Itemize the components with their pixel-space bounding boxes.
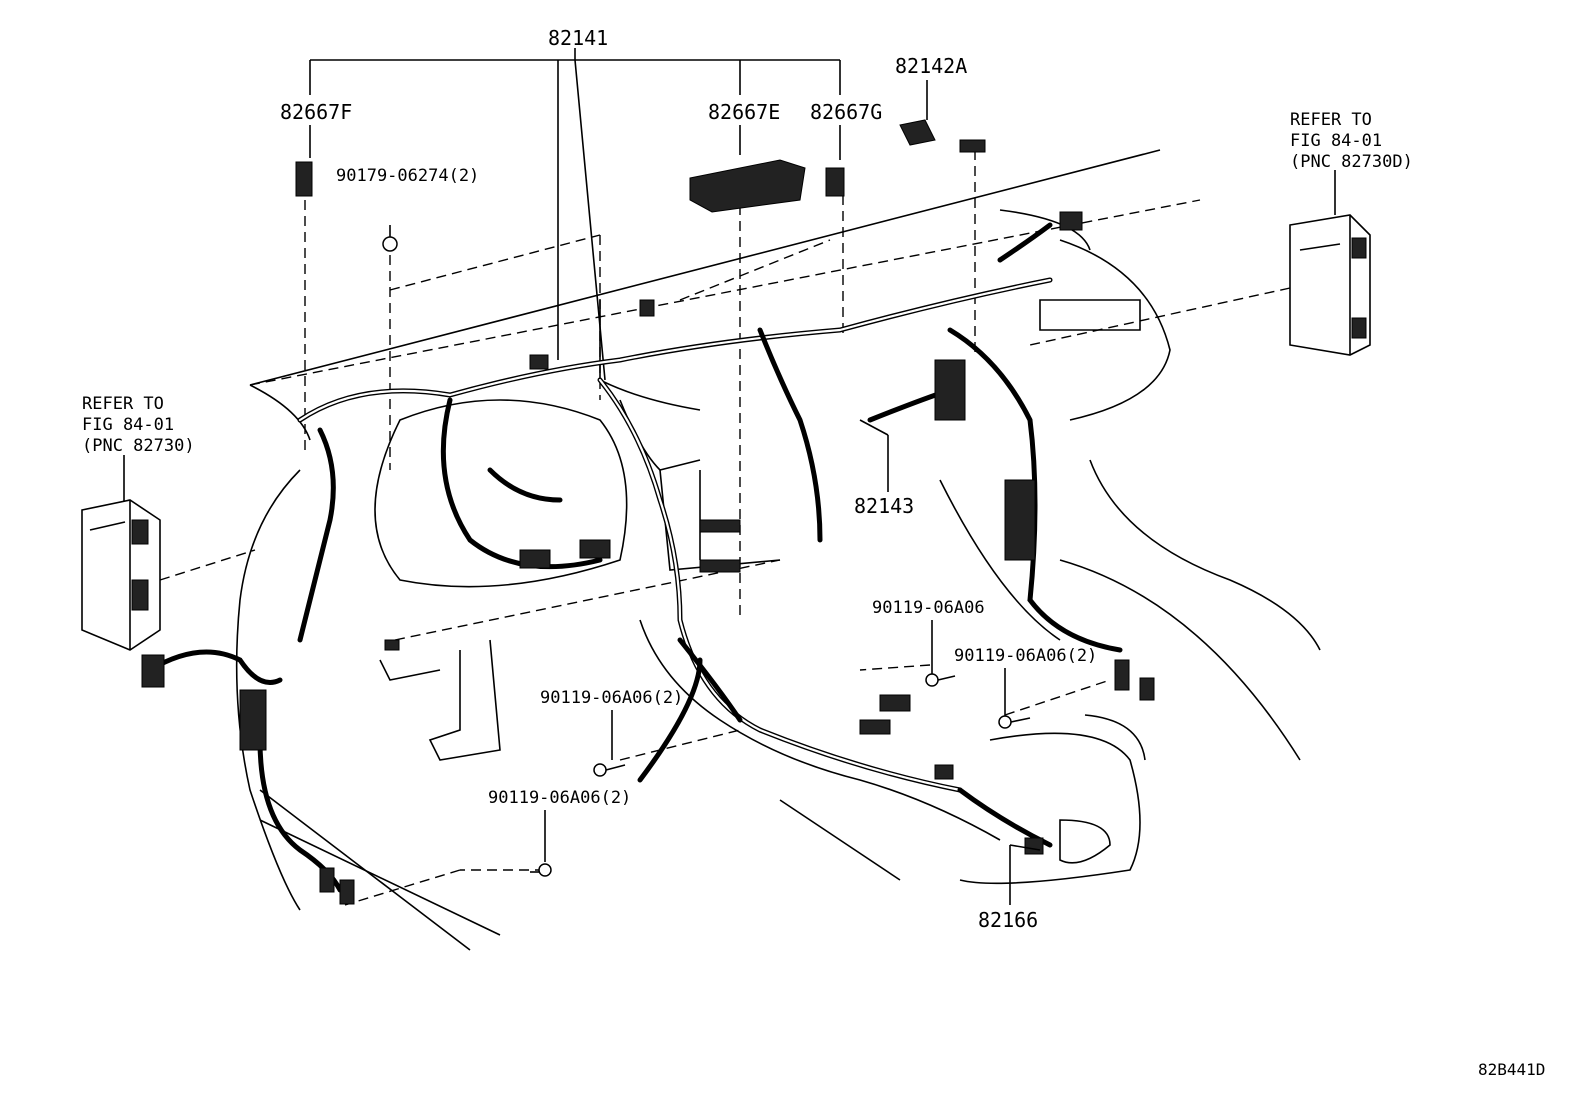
harness-wires: [147, 222, 1123, 893]
leader-82166-b: [1009, 844, 1041, 851]
bolt-label-90119-d: 90119-06A06(2): [488, 788, 632, 808]
ecu-module-left: [81, 455, 161, 651]
part-label-82667e: 82667E: [708, 100, 781, 124]
bolt-label-90179: 90179-06274(2): [336, 166, 480, 186]
part-label-82141: 82141: [548, 26, 609, 50]
reference-left-line3: (PNC 82730): [82, 436, 195, 456]
reference-note-left: REFER TO FIG 84-01 (PNC 82730): [82, 394, 195, 457]
part-label-82667f: 82667F: [280, 100, 353, 124]
bolt-90119-a-icon: [925, 620, 956, 687]
bolt-90179-icon: [382, 225, 398, 252]
ecu-module-right: [1289, 170, 1371, 356]
part-label-82166: 82166: [978, 908, 1039, 932]
bolt-90119-c-icon: [593, 710, 626, 777]
reference-left-line2: FIG 84-01: [82, 415, 175, 435]
bolt-label-90119-a: 90119-06A06: [872, 598, 985, 618]
reference-right-line2: FIG 84-01: [1290, 131, 1383, 151]
part-label-82667g: 82667G: [810, 100, 883, 124]
leader-82143-b: [859, 419, 889, 436]
bolt-90119-b-icon: [998, 668, 1031, 729]
reference-left-line1: REFER TO: [82, 394, 164, 414]
bolt-label-90119-b: 90119-06A06(2): [954, 646, 1098, 666]
reference-right-line1: REFER TO: [1290, 110, 1372, 130]
bolt-90119-d-icon: [530, 810, 552, 877]
reference-right-line3: (PNC 82730D): [1290, 152, 1413, 172]
part-label-82143: 82143: [854, 494, 915, 518]
diagram-code: 82B441D: [1478, 1060, 1546, 1079]
reference-note-right: REFER TO FIG 84-01 (PNC 82730D): [1290, 110, 1413, 173]
part-label-82142a: 82142A: [895, 54, 968, 78]
bolts: [382, 225, 1031, 877]
harness-connectors: [141, 119, 1155, 905]
dashboard-outline: [235, 149, 1321, 951]
bolt-label-90119-c: 90119-06A06(2): [540, 688, 684, 708]
